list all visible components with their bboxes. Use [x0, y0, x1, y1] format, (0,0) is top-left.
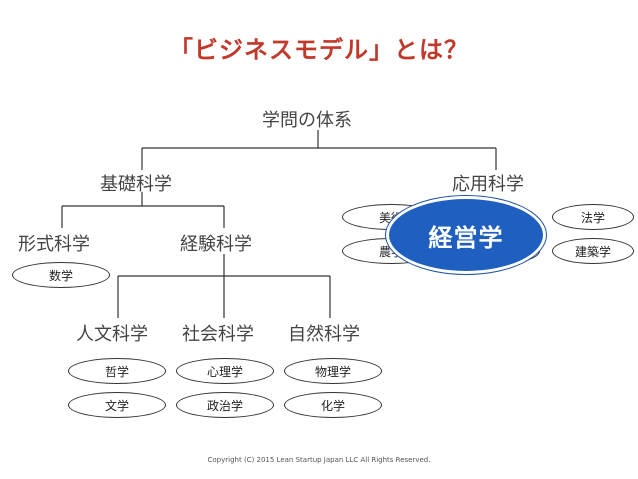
copyright-text: Copyright (C) 2015 Lean Startup Japan LL… [207, 456, 431, 464]
node-formal-science: 形式科学 [18, 234, 90, 255]
page-title: 「ビジネスモデル」とは？ [169, 36, 469, 64]
pill-math: 数学 [12, 262, 110, 288]
pill-architecture: 建築学 [552, 238, 634, 264]
node-natural-science: 自然科学 [288, 324, 360, 345]
pill-political-science: 政治学 [176, 392, 274, 418]
pill-law: 法学 [552, 204, 634, 230]
highlight-business-administration: 経営学 [386, 196, 546, 274]
node-root: 学問の体系 [262, 110, 352, 131]
node-empirical-science: 経験科学 [180, 234, 252, 255]
pill-chemistry: 化学 [284, 392, 382, 418]
pill-literature: 文学 [68, 392, 166, 418]
pill-psychology: 心理学 [176, 358, 274, 384]
node-social-science: 社会科学 [182, 324, 254, 345]
pill-law-label: 法学 [580, 210, 605, 225]
pill-philosophy: 哲学 [68, 358, 166, 384]
node-humanities: 人文科学 [76, 324, 148, 345]
node-applied-science: 応用科学 [452, 174, 524, 195]
node-basic-science: 基礎科学 [100, 174, 172, 195]
pill-physics: 物理学 [284, 358, 382, 384]
